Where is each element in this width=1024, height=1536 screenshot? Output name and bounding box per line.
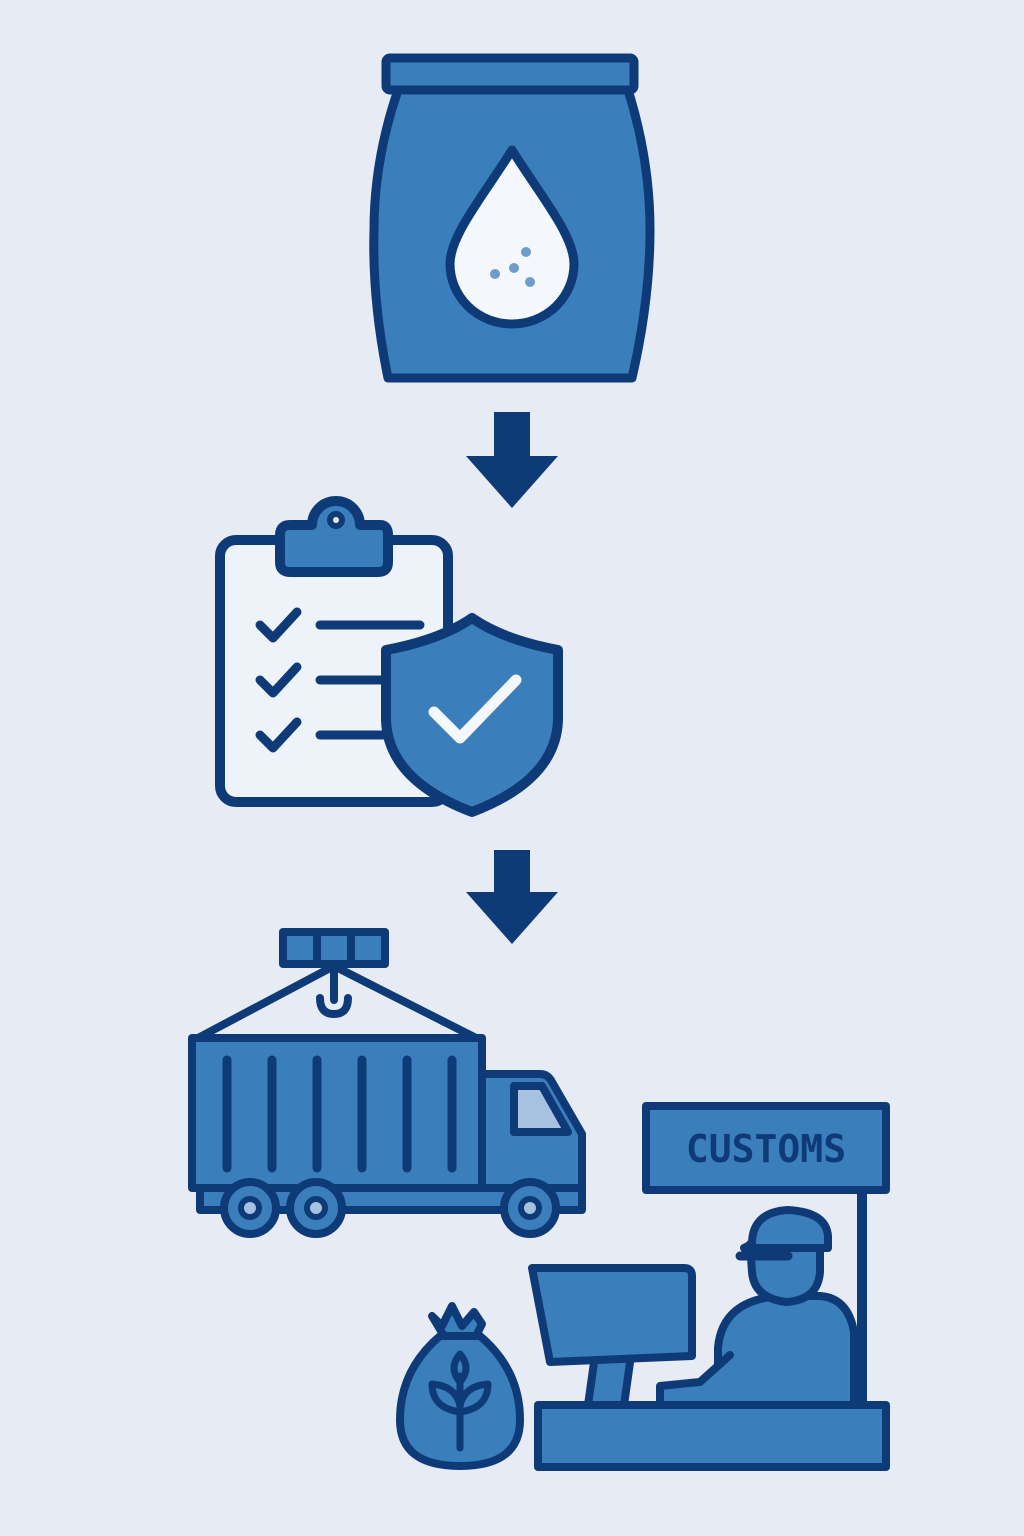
container-box (188, 1034, 486, 1192)
shield-check-icon (428, 674, 522, 744)
check-icon (255, 717, 302, 753)
customs-sign (642, 1102, 890, 1194)
wheel-icon (500, 1178, 560, 1238)
container-truck-customs-icon: CUSTOMS (188, 928, 890, 1471)
check-icon (255, 662, 302, 698)
hook-icon (316, 994, 352, 1018)
customs-sign-label: CUSTOMS (686, 1127, 846, 1171)
wheel-icon (220, 1178, 280, 1238)
spreader-bar (279, 928, 389, 968)
crane-spreader-icon (194, 928, 480, 1042)
fertilizer-bag-icon (369, 53, 655, 383)
clip-hole (327, 511, 345, 529)
container-ribs (222, 1055, 457, 1173)
water-drop-icon (445, 145, 579, 329)
customs-booth-icon: CUSTOMS (528, 1102, 890, 1471)
sprout-icon (428, 1350, 492, 1452)
monitor-icon (528, 1264, 696, 1366)
customs-desk (534, 1401, 890, 1471)
bag-top-seal (381, 53, 639, 95)
down-arrow-icon (466, 412, 558, 508)
cable-right (330, 962, 480, 1042)
seed-sack-icon (396, 1302, 524, 1470)
clipboard-clip (275, 496, 393, 577)
truck-icon (188, 1034, 586, 1238)
officer-cap-icon (740, 1206, 832, 1252)
shield-icon (381, 613, 563, 817)
cable-left (194, 962, 338, 1042)
sack-knot (428, 1302, 486, 1340)
check-icon (255, 607, 302, 643)
officer-body (714, 1292, 858, 1409)
granule-dots (490, 247, 535, 287)
cab-window (510, 1082, 572, 1136)
clipboard-checklist-shield-icon (215, 496, 563, 817)
wheel-icon (286, 1178, 346, 1238)
down-arrow-icon (466, 850, 558, 944)
